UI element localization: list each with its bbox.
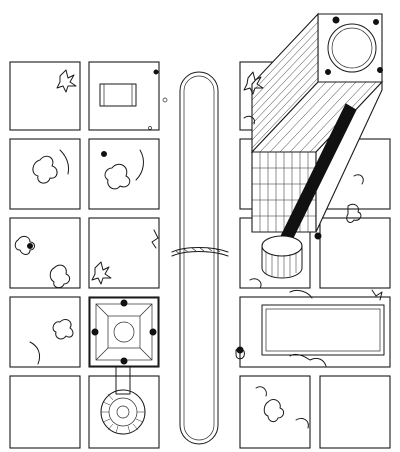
plot-r3-c4 xyxy=(319,217,391,289)
rectangular-pool xyxy=(261,304,385,356)
plot-r5-c1 xyxy=(9,375,81,449)
plot-r2-c2 xyxy=(88,138,160,210)
small-pavilion xyxy=(99,83,137,107)
axonometric-slab-tower xyxy=(250,12,384,279)
elongated-oval-track xyxy=(171,71,229,445)
plot-r1-c2 xyxy=(88,61,160,131)
plot-r4-c1 xyxy=(9,296,81,368)
plot-r5-c4 xyxy=(319,375,391,449)
plot-r1-c1 xyxy=(9,61,81,131)
scattered-vegetation xyxy=(14,16,383,429)
plot-r3-c2 xyxy=(88,217,160,289)
plot-r2-c1 xyxy=(9,138,81,210)
circular-stair-tower xyxy=(100,365,146,435)
plot-r5-c2 xyxy=(88,375,160,449)
courtyard-building-plan xyxy=(89,297,159,367)
plot-r5-c3 xyxy=(239,375,311,449)
